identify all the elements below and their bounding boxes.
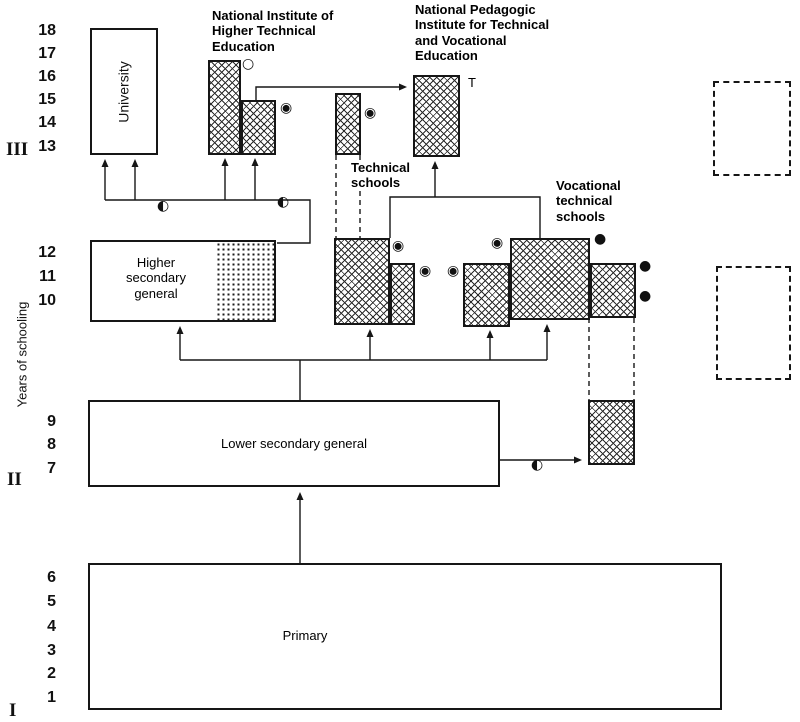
year-tick-15: 15	[38, 91, 56, 108]
fisheye-symbol: ◉	[280, 100, 293, 116]
year-tick-13: 13	[38, 138, 56, 155]
level-marker-ii: II	[7, 469, 22, 490]
vocational-right-strip-block	[590, 263, 636, 318]
t-mark: T	[468, 75, 476, 90]
year-tick-1: 1	[47, 689, 56, 706]
open-circle-symbol: ○	[242, 56, 255, 72]
fisheye-symbol: ◉	[392, 238, 405, 254]
vocational-left-ext-block	[463, 263, 510, 327]
dashed-box-top	[713, 81, 791, 176]
technical-schools-label: Technical schools	[351, 160, 419, 191]
year-tick-10: 10	[38, 292, 56, 309]
year-tick-8: 8	[47, 436, 56, 453]
higher-secondary-general-box: Higher secondary general	[90, 240, 276, 322]
lower-secondary-general-label: Lower secondary general	[221, 435, 367, 451]
year-tick-12: 12	[38, 244, 56, 261]
vocational-technical-schools-label: Vocational technical schools	[556, 178, 621, 224]
year-tick-9: 9	[47, 413, 56, 430]
half-circle-symbol: ◐	[531, 457, 544, 473]
year-tick-6: 6	[47, 569, 56, 586]
university-box: University	[90, 28, 158, 155]
year-tick-14: 14	[38, 114, 56, 131]
year-tick-16: 16	[38, 68, 56, 85]
lower-secondary-general-box: Lower secondary general	[88, 400, 500, 487]
fisheye-symbol: ◉	[447, 263, 460, 279]
year-tick-2: 2	[47, 665, 56, 682]
higher-technical-institute-label: National Institute of Higher Technical E…	[212, 8, 334, 54]
year-tick-7: 7	[47, 460, 56, 477]
higher-technical-institute-block-low	[241, 100, 276, 155]
primary-box: Primary	[88, 563, 722, 710]
filled-circle-symbol: ●	[639, 258, 652, 274]
level-marker-iii: III	[6, 139, 29, 160]
technical-schools-main-block	[334, 238, 390, 325]
year-tick-3: 3	[47, 642, 56, 659]
fisheye-symbol: ◉	[364, 105, 377, 121]
year-tick-4: 4	[47, 618, 56, 635]
dashed-box-middle	[716, 266, 791, 380]
half-circle-symbol: ◐	[277, 194, 290, 210]
year-tick-17: 17	[38, 45, 56, 62]
vocational-main-block	[510, 238, 590, 320]
year-tick-18: 18	[38, 22, 56, 39]
half-circle-symbol: ◐	[157, 198, 170, 214]
higher-secondary-dotted-section	[216, 242, 274, 320]
primary-label: Primary	[282, 628, 328, 643]
level-marker-i: I	[9, 700, 17, 721]
technical-schools-upper-block	[335, 93, 361, 155]
vocational-lower-block	[588, 400, 635, 465]
pedagogic-institute-label: National Pedagogic Institute for Technic…	[415, 2, 550, 63]
fisheye-symbol: ◉	[419, 263, 432, 279]
higher-secondary-general-label: Higher secondary general	[126, 255, 186, 301]
filled-circle-symbol: ●	[594, 231, 607, 247]
technical-schools-ext-block	[390, 263, 415, 325]
filled-circle-symbol: ●	[639, 288, 652, 304]
year-tick-5: 5	[47, 593, 56, 610]
pedagogic-institute-block	[413, 75, 460, 157]
year-tick-11: 11	[39, 268, 56, 285]
higher-technical-institute-block-tall	[208, 60, 241, 155]
fisheye-symbol: ◉	[491, 235, 504, 251]
